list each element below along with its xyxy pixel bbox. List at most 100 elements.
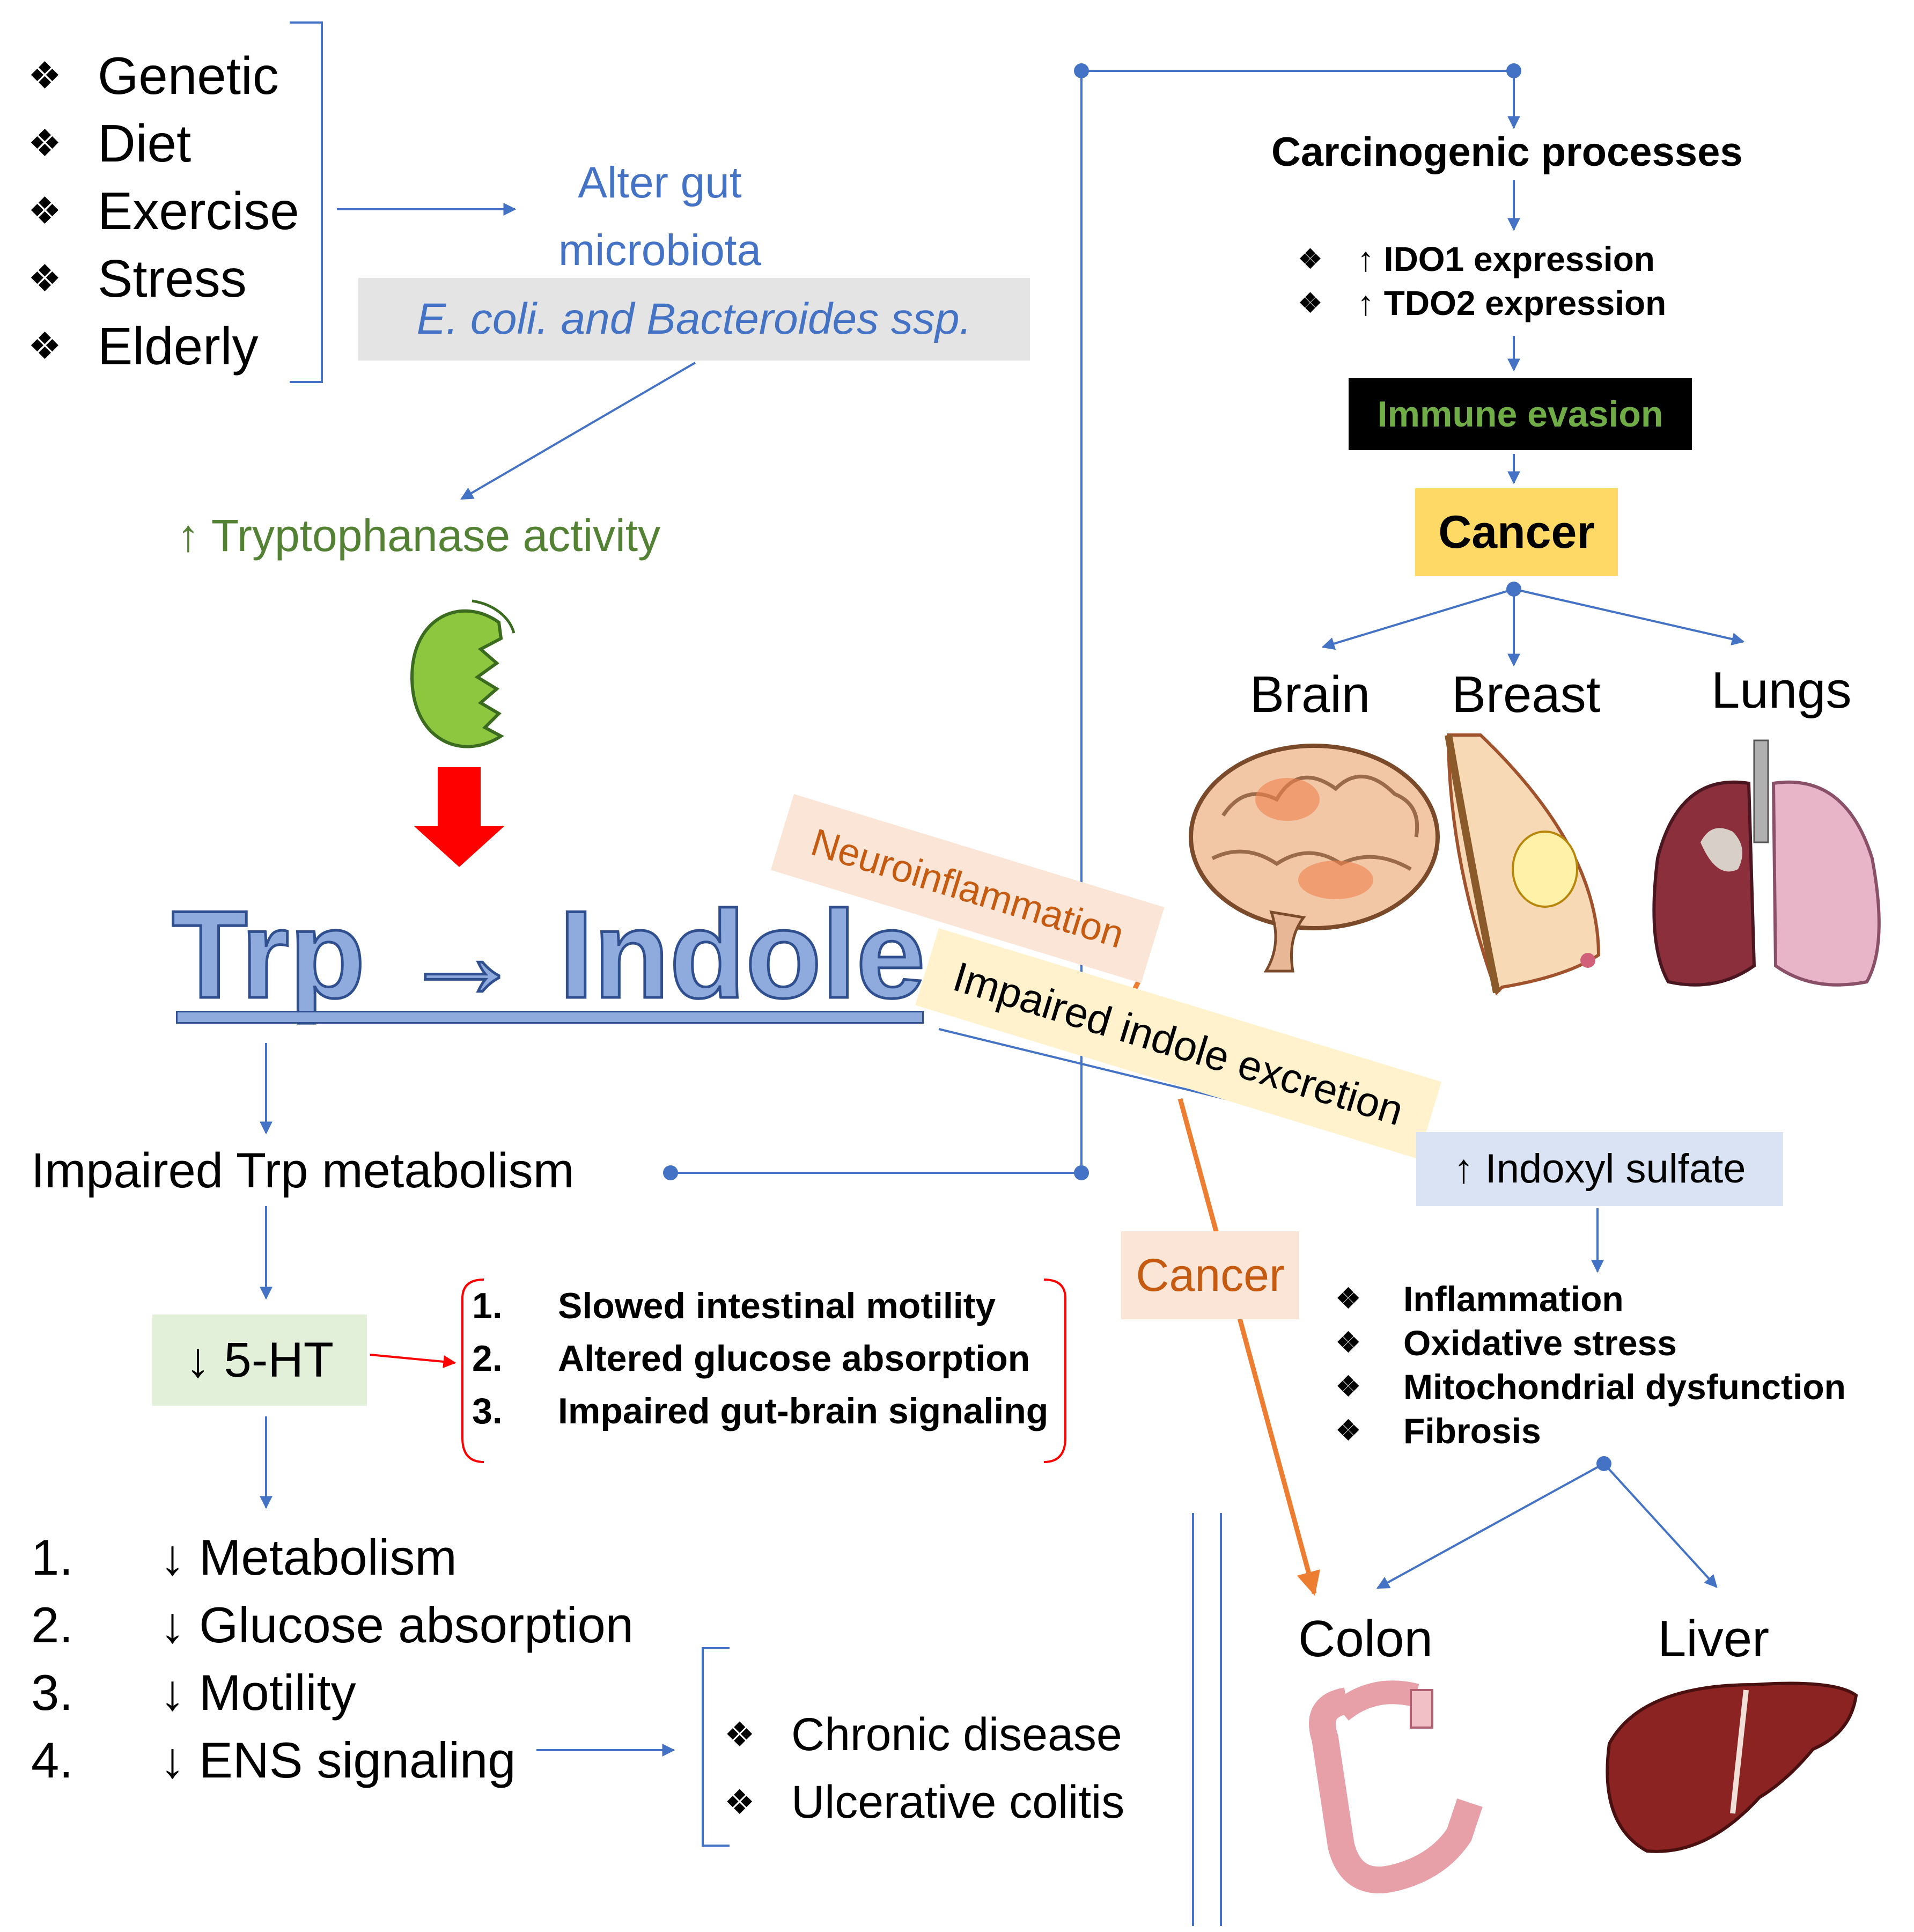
factor-item: ❖ Exercise <box>28 177 299 245</box>
colon-icon <box>1309 1680 1483 1893</box>
bullet-icon: ❖ <box>1336 1327 1361 1358</box>
outcome-number: 4. <box>31 1732 73 1788</box>
serotonin-effects-list: 1. Slowed intestinal motility 2. Altered g… <box>472 1280 1048 1437</box>
factor-bracket <box>290 21 323 383</box>
disease-item: ❖ Ulcerative colitis <box>724 1768 1124 1836</box>
bullet-icon: ❖ <box>28 258 62 299</box>
carcinogenic-item: ❖ ↑ IDO1 expression <box>1298 237 1666 281</box>
factor-label: Stress <box>98 249 247 308</box>
tryptophanase-label: ↑ Tryptophanase activity <box>177 510 661 561</box>
factor-item: ❖ Genetic <box>28 42 299 109</box>
organ-label-brain: Brain <box>1250 666 1371 723</box>
consequence-item: ❖ Inflammation <box>1336 1277 1846 1321</box>
factor-label: Elderly <box>98 317 259 376</box>
organ-label-breast: Breast <box>1452 666 1601 723</box>
disease-item: ❖ Chronic disease <box>724 1701 1124 1768</box>
trp-indole-underline <box>176 1011 924 1024</box>
outcome-item: 3. ↓ Motility <box>31 1659 634 1727</box>
factor-label: Exercise <box>98 181 299 240</box>
arrow-to-brain <box>1321 588 1514 650</box>
factor-label: Genetic <box>98 46 279 105</box>
disease-label: Chronic disease <box>791 1709 1122 1760</box>
arrow-5ht-to-effects <box>370 1354 457 1368</box>
consequence-item: ❖ Fibrosis <box>1336 1409 1846 1453</box>
outcome-text: ↓ ENS signaling <box>160 1732 516 1788</box>
consequence-item: ❖ Oxidative stress <box>1336 1321 1846 1365</box>
risk-factors-list: ❖ Genetic ❖ Diet ❖ Exercise ❖ Stress ❖ Elderl… <box>28 42 299 380</box>
carcinogenic-text: ↑ IDO1 expression <box>1357 240 1655 278</box>
bullet-icon: ❖ <box>724 1715 755 1754</box>
organ-label-lungs: Lungs <box>1711 662 1852 719</box>
red-block-arrow <box>414 767 504 867</box>
trp-indole-title: Trp → Indole <box>171 884 927 1026</box>
factor-item: ❖ Diet <box>28 109 299 177</box>
bullet-icon: ❖ <box>28 55 62 97</box>
outcome-number: 2. <box>31 1597 73 1653</box>
serotonin-box: ↓ 5-HT <box>152 1314 367 1406</box>
outcome-item: 2. ↓ Glucose absorption <box>31 1591 634 1659</box>
outcome-item: 1. ↓ Metabolism <box>31 1524 634 1591</box>
effect-number: 2. <box>472 1338 503 1379</box>
disease-bracket <box>702 1647 730 1847</box>
consequences-list: ❖ Inflammation ❖ Oxidative stress ❖ Mitocho… <box>1336 1277 1846 1453</box>
liver-icon <box>1606 1681 1858 1853</box>
outcome-text: ↓ Motility <box>160 1664 356 1721</box>
outcome-number: 3. <box>31 1664 73 1721</box>
cancer-box-mid: Cancer <box>1121 1231 1299 1319</box>
consequence-text: Oxidative stress <box>1403 1323 1677 1363</box>
outcome-text: ↓ Metabolism <box>160 1529 457 1585</box>
bullet-icon: ❖ <box>28 190 62 232</box>
brain-icon <box>1189 744 1440 973</box>
tryptophanase-enzyme-icon <box>410 599 516 748</box>
organ-label-liver: Liver <box>1658 1610 1770 1667</box>
bullet-icon: ❖ <box>1336 1283 1361 1314</box>
outcome-text: ↓ Glucose absorption <box>160 1597 634 1653</box>
consequence-item: ❖ Mitochondrial dysfunction <box>1336 1365 1846 1409</box>
arrow-bacteria-to-tryptophanase <box>460 362 696 500</box>
bullet-icon: ❖ <box>724 1783 755 1821</box>
bullet-icon: ❖ <box>1336 1415 1361 1446</box>
factor-label: Diet <box>98 114 192 173</box>
immune-evasion-box: Immune evasion <box>1349 378 1692 450</box>
carcinogenic-item: ❖ ↑ TDO2 expression <box>1298 281 1666 325</box>
effect-item: 1. Slowed intestinal motility <box>472 1280 1048 1332</box>
effect-text: Altered glucose absorption <box>558 1338 1030 1379</box>
indoxyl-sulfate-box: ↑ Indoxyl sulfate <box>1416 1132 1783 1206</box>
consequence-text: Fibrosis <box>1403 1411 1541 1451</box>
carcinogenic-title: Carcinogenic processes <box>1271 129 1743 175</box>
alter-gut-line2: microbiota <box>558 226 762 275</box>
bullet-icon: ❖ <box>28 325 62 367</box>
effect-item: 3.Impaired gut-brain signaling <box>472 1385 1048 1437</box>
outcome-item: 4. ↓ ENS signaling <box>31 1727 634 1794</box>
outcomes-list: 1. ↓ Metabolism 2. ↓ Glucose absorption 3.… <box>31 1524 634 1794</box>
consequence-text: Mitochondrial dysfunction <box>1403 1367 1846 1407</box>
organ-label-colon: Colon <box>1298 1610 1433 1667</box>
outcome-number: 1. <box>31 1529 73 1585</box>
effect-number: 1. <box>472 1285 503 1326</box>
bacteria-box: E. coli. and Bacteroides ssp. <box>358 278 1030 361</box>
consequence-text: Inflammation <box>1403 1279 1624 1319</box>
factor-item: ❖ Stress <box>28 245 299 312</box>
arrow-to-lungs <box>1513 588 1745 645</box>
cancer-box-top: Cancer <box>1415 488 1618 576</box>
effect-number: 3. <box>472 1391 503 1431</box>
orange-arrow-to-colon <box>1177 1098 1321 1596</box>
alter-gut-line1: Alter gut <box>578 158 742 207</box>
breast-icon <box>1445 733 1601 996</box>
diseases-list: ❖ Chronic disease ❖ Ulcerative colitis <box>724 1701 1124 1836</box>
effects-brace-right <box>1043 1279 1066 1463</box>
factor-item: ❖ Elderly <box>28 312 299 380</box>
bullet-icon: ❖ <box>1336 1371 1361 1402</box>
alter-gut-microbiota-label: Alter gut microbiota <box>515 149 805 284</box>
effect-item: 2. Altered glucose absorption <box>472 1332 1048 1385</box>
carcinogenic-list: ❖ ↑ IDO1 expression ❖ ↑ TDO2 expression <box>1298 237 1666 325</box>
bullet-icon: ❖ <box>1298 288 1322 318</box>
effect-text: Slowed intestinal motility <box>558 1285 996 1326</box>
bullet-icon: ❖ <box>1298 244 1322 274</box>
disease-label: Ulcerative colitis <box>791 1776 1125 1828</box>
carcinogenic-text: ↑ TDO2 expression <box>1357 284 1667 322</box>
arrow-to-liver <box>1603 1463 1718 1588</box>
bullet-icon: ❖ <box>28 122 62 164</box>
